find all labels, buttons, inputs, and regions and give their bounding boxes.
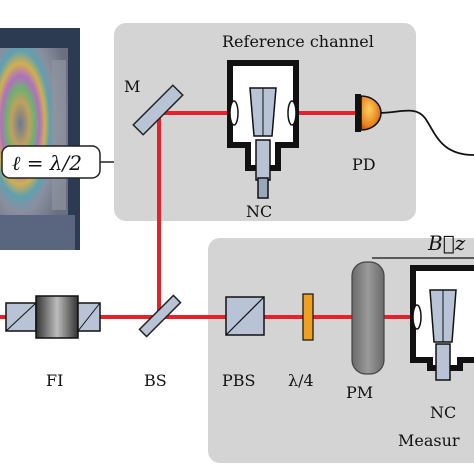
- inset-photo: [0, 28, 80, 250]
- detector-label: PD: [352, 155, 376, 174]
- inset-equation: ℓ = λ/2: [12, 151, 82, 175]
- beam-splitter: [138, 294, 182, 338]
- measurement-channel-title: Measur: [398, 431, 460, 450]
- reference-channel-title: Reference channel: [222, 32, 374, 51]
- measurement-nc-label: NC: [430, 403, 456, 422]
- isolator-label: FI: [46, 371, 63, 390]
- measurement-nanocell: [410, 265, 474, 381]
- detector-cable: [377, 109, 474, 156]
- quarter-waveplate: [302, 293, 314, 341]
- reference-nc-label: NC: [246, 202, 272, 221]
- waveplate-label: λ/4: [288, 371, 314, 390]
- splitter-label: BS: [144, 371, 167, 390]
- permanent-magnet: [351, 261, 385, 375]
- faraday-isolator: [5, 295, 101, 339]
- pbs-label: PBS: [222, 371, 255, 390]
- mirror: [132, 84, 184, 136]
- modulator-label: PM: [346, 383, 373, 402]
- polarizing-beam-splitter: [225, 296, 265, 336]
- mirror-label: M: [124, 77, 140, 96]
- photodetector: [355, 94, 382, 132]
- field-label: B⃗z: [427, 231, 466, 255]
- measurement-channel-panel: [208, 238, 474, 463]
- inset-equation-box: ℓ = λ/2: [1, 145, 114, 179]
- reference-nanocell: [227, 60, 299, 199]
